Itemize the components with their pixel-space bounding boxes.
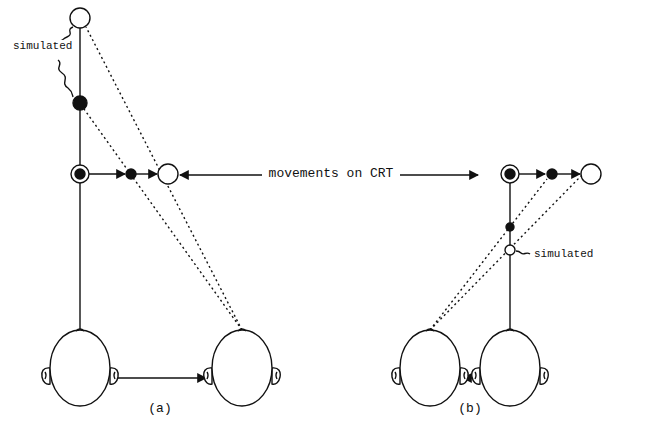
- fixation-point: [71, 165, 89, 183]
- fixation-point: [75, 169, 85, 179]
- movement-arrow: [136, 173, 157, 174]
- sight-line: [430, 179, 547, 330]
- sight-line: [86, 27, 242, 330]
- line-of-sight: [509, 183, 510, 329]
- fixation-point: [505, 169, 515, 179]
- movement-arrow: [557, 173, 580, 174]
- observer-head: [472, 329, 548, 406]
- crt-point: [158, 164, 178, 184]
- movement-arrow: [519, 173, 545, 174]
- simulated-point: [506, 223, 514, 231]
- simulated-point: [73, 96, 87, 110]
- fixation-point: [501, 165, 519, 183]
- leader-squiggle: [60, 27, 73, 41]
- sight-line: [84, 109, 242, 330]
- leader-squiggle: [58, 60, 73, 97]
- panel-label: (b): [457, 401, 482, 417]
- annotation-label: simulated: [12, 40, 73, 53]
- annotation-label: simulated: [533, 248, 594, 261]
- annotation-label: movements on CRT: [268, 166, 395, 182]
- simulated-point: [70, 8, 90, 28]
- pointer-arrow: [400, 174, 478, 175]
- observer-head: [42, 329, 118, 406]
- observer-head: [392, 329, 468, 406]
- movement-arrow: [89, 173, 125, 174]
- head-movement-arrow: [116, 377, 206, 378]
- panel-label: (a): [147, 401, 172, 417]
- crt-point: [581, 164, 601, 184]
- pointer-arrow: [180, 174, 262, 175]
- leader-squiggle: [516, 251, 530, 254]
- crt-point: [126, 169, 136, 179]
- simulated-point: [505, 245, 515, 255]
- crt-point: [547, 169, 557, 179]
- observer-head: [204, 329, 280, 406]
